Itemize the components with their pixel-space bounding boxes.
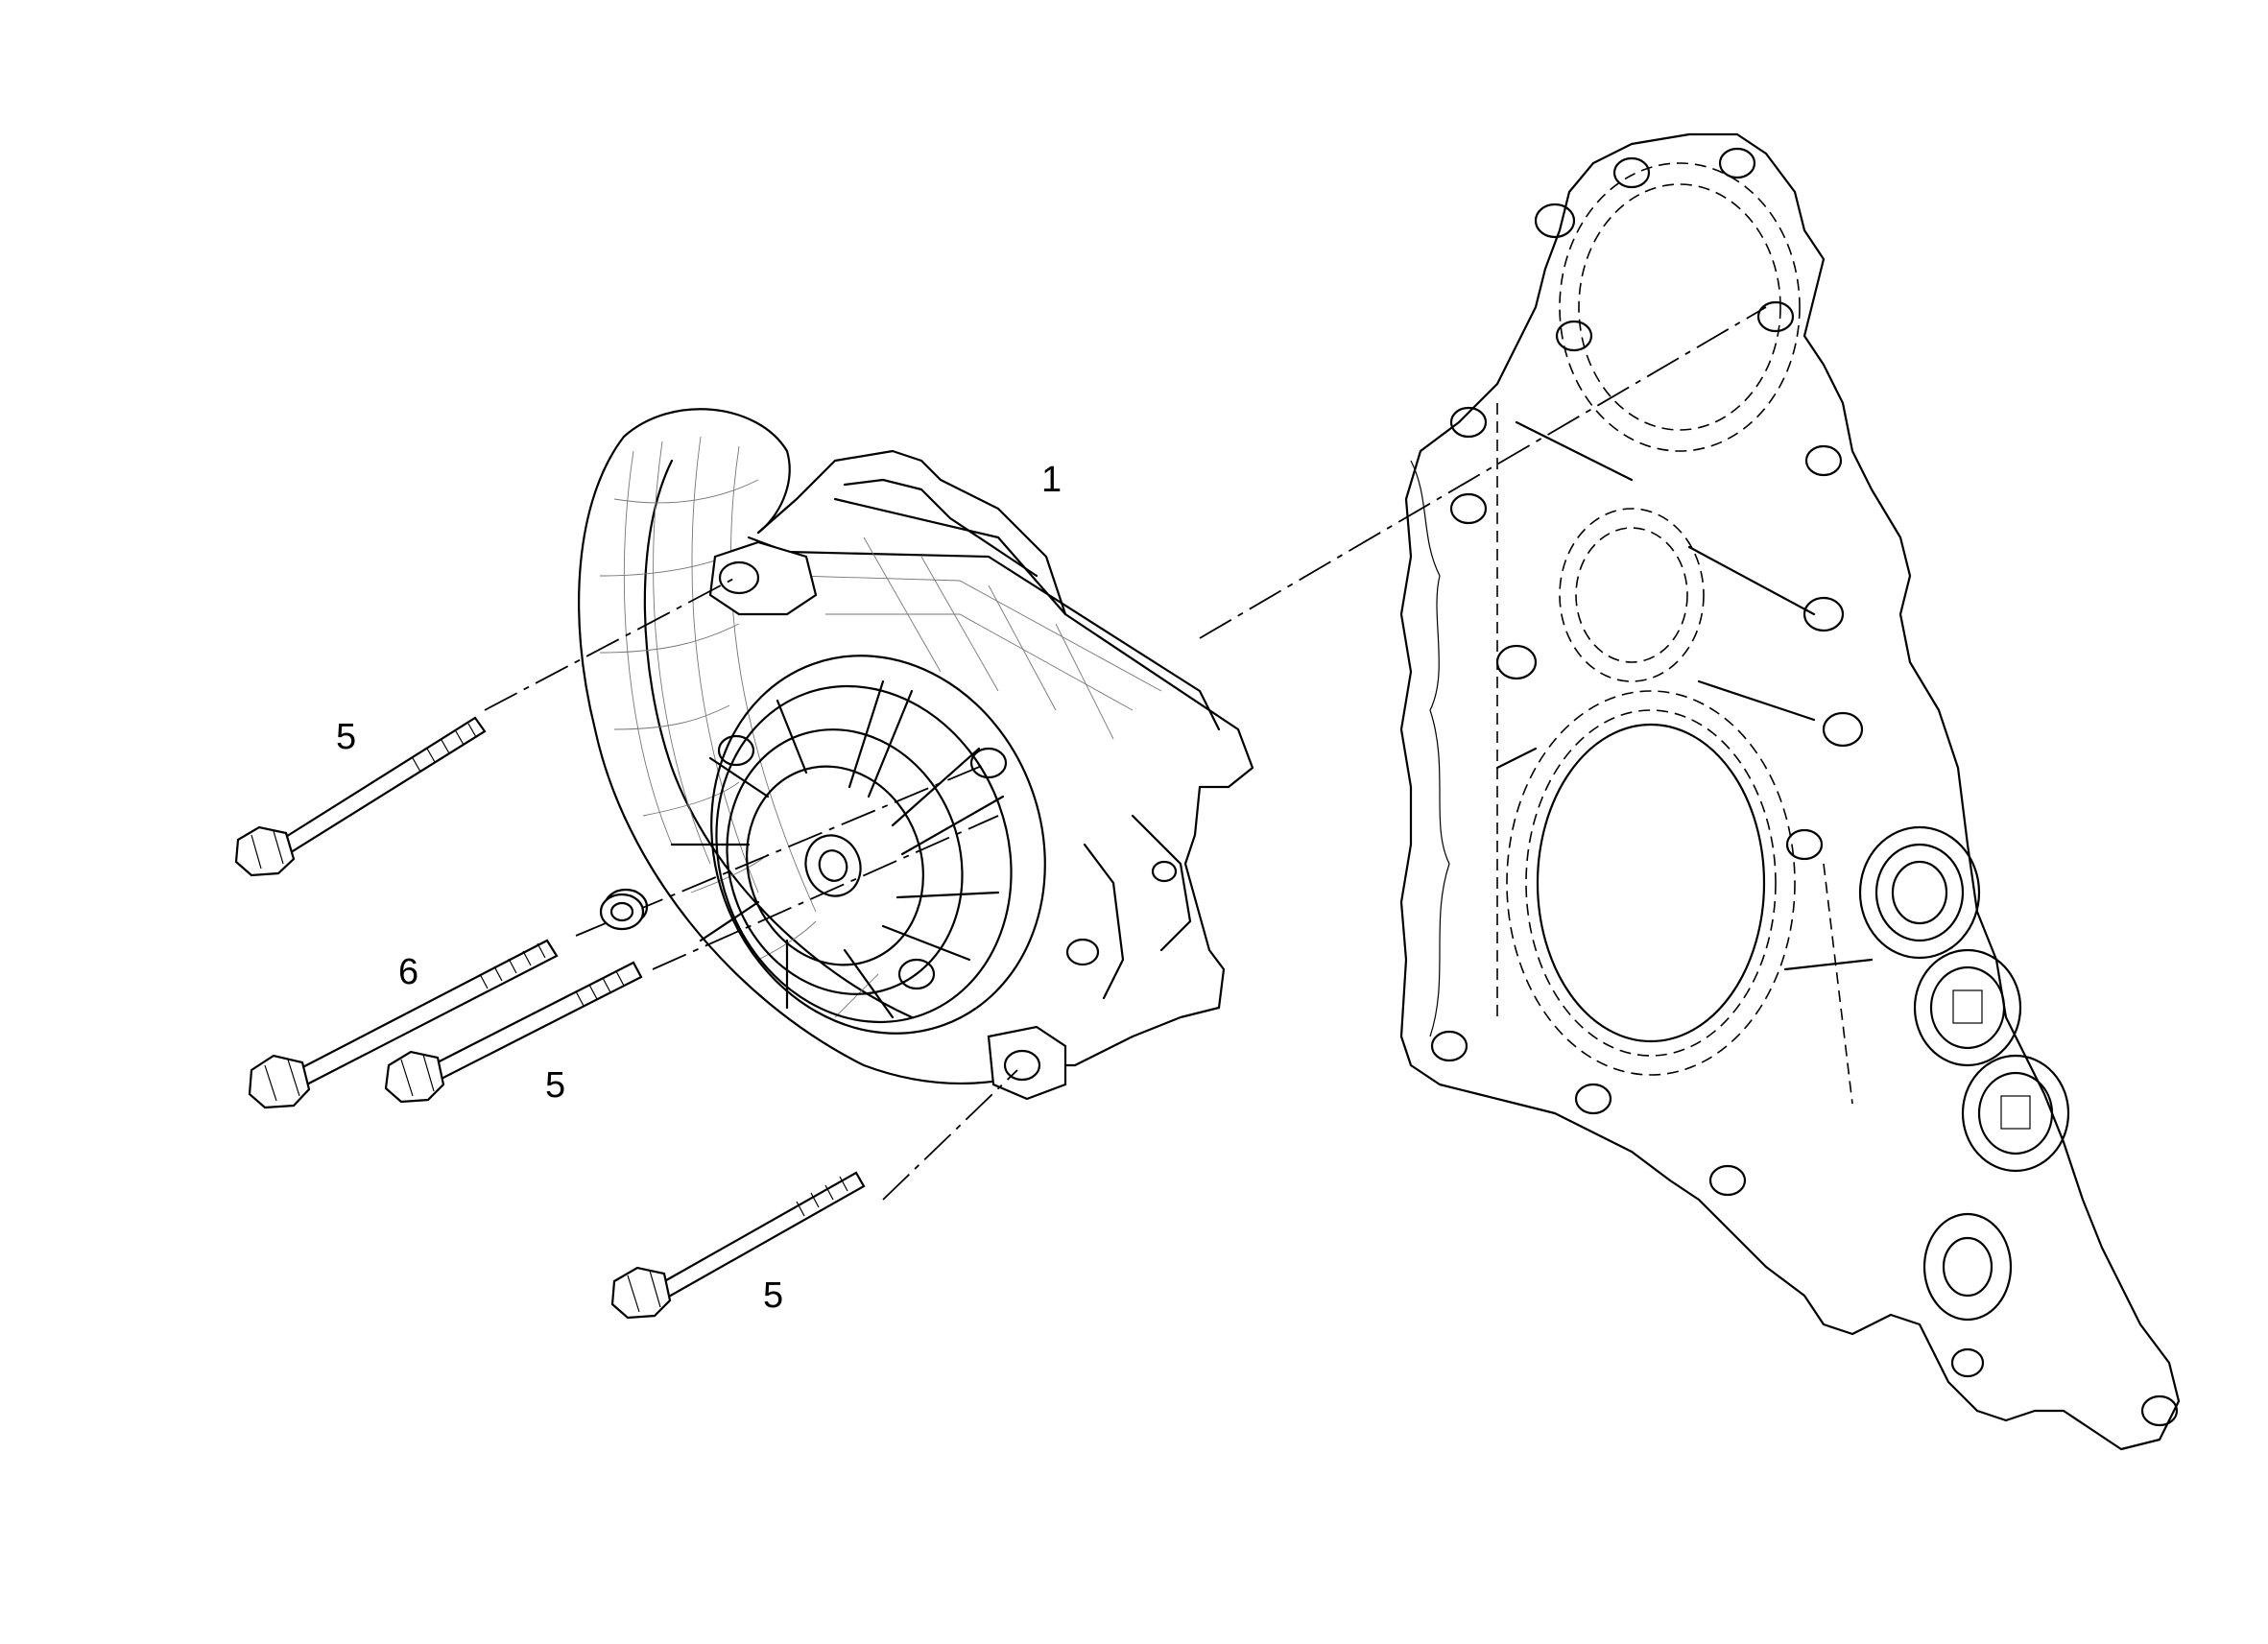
bolt-stud <box>248 939 559 1109</box>
bolt-lower <box>610 1171 866 1320</box>
assembly-centerlines <box>484 306 1767 1201</box>
cover-bolt-holes <box>1430 147 2179 1427</box>
callout-bolt-upper: 5 <box>336 717 356 757</box>
bolt-middle <box>384 961 643 1104</box>
water-pump <box>578 408 1254 1101</box>
timing-cover <box>1399 132 2181 1451</box>
callout-bolt-middle: 5 <box>545 1065 565 1106</box>
washer <box>599 893 645 931</box>
callout-stud: 6 <box>398 952 418 992</box>
callout-bolt-lower: 5 <box>763 1275 783 1316</box>
bolt-upper <box>234 716 487 877</box>
callout-pump: 1 <box>1041 460 1062 500</box>
cover-accessory-bosses <box>1858 825 2070 1322</box>
